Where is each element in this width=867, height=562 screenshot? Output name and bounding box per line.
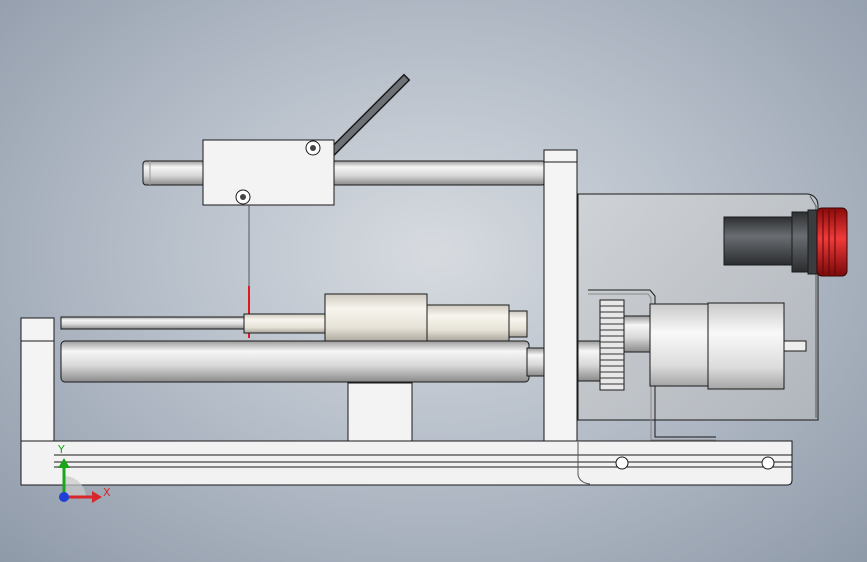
sliding-carriage-block[interactable] [202, 139, 335, 206]
lower-guide-rod[interactable] [60, 340, 548, 383]
gear[interactable] [599, 299, 651, 391]
diagonal-lever-rod[interactable] [319, 73, 411, 165]
x-axis-label: X [103, 486, 111, 499]
z-axis-dot [59, 492, 69, 502]
y-axis-label: Y [58, 443, 65, 456]
stepper-motor[interactable] [649, 302, 785, 390]
y-axis-arrow [58, 458, 70, 497]
base-holes [615, 456, 775, 470]
syringe-barrel[interactable] [243, 293, 528, 343]
motor-shaft[interactable] [783, 340, 807, 352]
base-rail[interactable] [20, 440, 793, 486]
motor-bracket[interactable] [588, 289, 716, 441]
right-upright-plate[interactable] [543, 149, 578, 443]
thin-rod[interactable] [60, 316, 250, 330]
center-support-block[interactable] [347, 382, 413, 442]
panel-connector[interactable] [723, 209, 819, 275]
red-connector-cap[interactable] [816, 207, 848, 277]
axis-triad[interactable] [58, 458, 102, 503]
